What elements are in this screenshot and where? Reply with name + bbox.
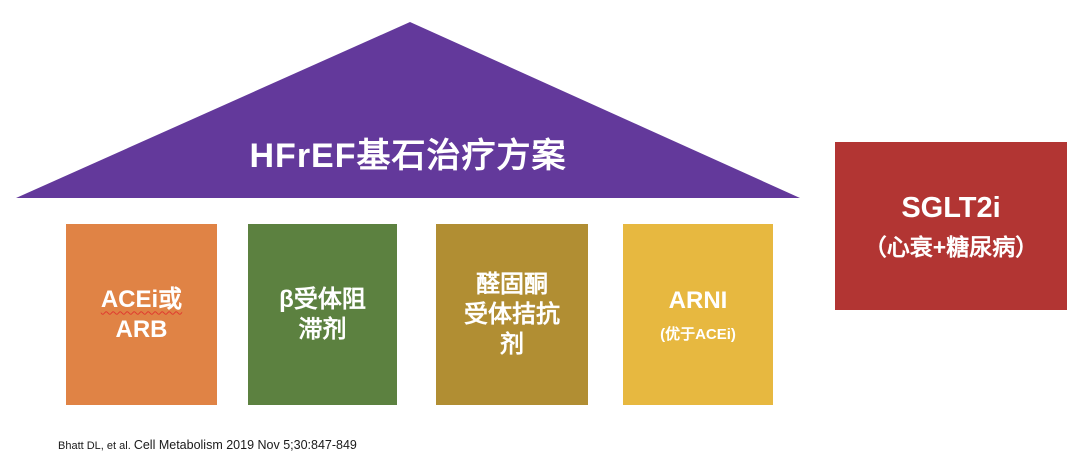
- citation-source: Cell Metabolism 2019 Nov 5;30:847-849: [133, 438, 357, 452]
- pillar-arni-main: ARNI: [668, 286, 728, 314]
- pillar-beta-blocker: β受体阻 滞剂: [248, 224, 397, 405]
- pillar-acei-arb: ACEi或 ARB: [66, 224, 217, 405]
- pillar-mra: 醛固酮 受体拮抗 剂: [436, 224, 588, 405]
- pillar-acei-arb-line-2: ARB: [115, 315, 168, 343]
- pillar-beta-blocker-line-2: 滞剂: [298, 315, 347, 343]
- pillar-mra-line-1: 醛固酮: [476, 270, 548, 298]
- sglt2i-title: SGLT2i: [901, 192, 1001, 224]
- pillar-mra-line-3: 剂: [500, 330, 524, 358]
- roof-title: HFrEF基石治疗方案: [249, 137, 567, 175]
- pillar-acei-arb-line-1: ACEi或: [100, 285, 183, 313]
- pillar-arni: ARNI (优于ACEi): [623, 224, 773, 405]
- roof-triangle: [16, 22, 800, 198]
- pillar-arni-sub: (优于ACEi): [660, 325, 736, 343]
- citation-authors: Bhatt DL, et al.: [58, 440, 134, 452]
- citation: Bhatt DL, et al. Cell Metabolism 2019 No…: [58, 436, 357, 454]
- pillar-beta-blocker-line-1: β受体阻: [279, 285, 366, 313]
- pillar-mra-line-2: 受体拮抗: [464, 300, 560, 328]
- sglt2i-box: SGLT2i （心衰+糖尿病）: [835, 142, 1067, 310]
- sglt2i-subtitle: （心衰+糖尿病）: [863, 234, 1039, 260]
